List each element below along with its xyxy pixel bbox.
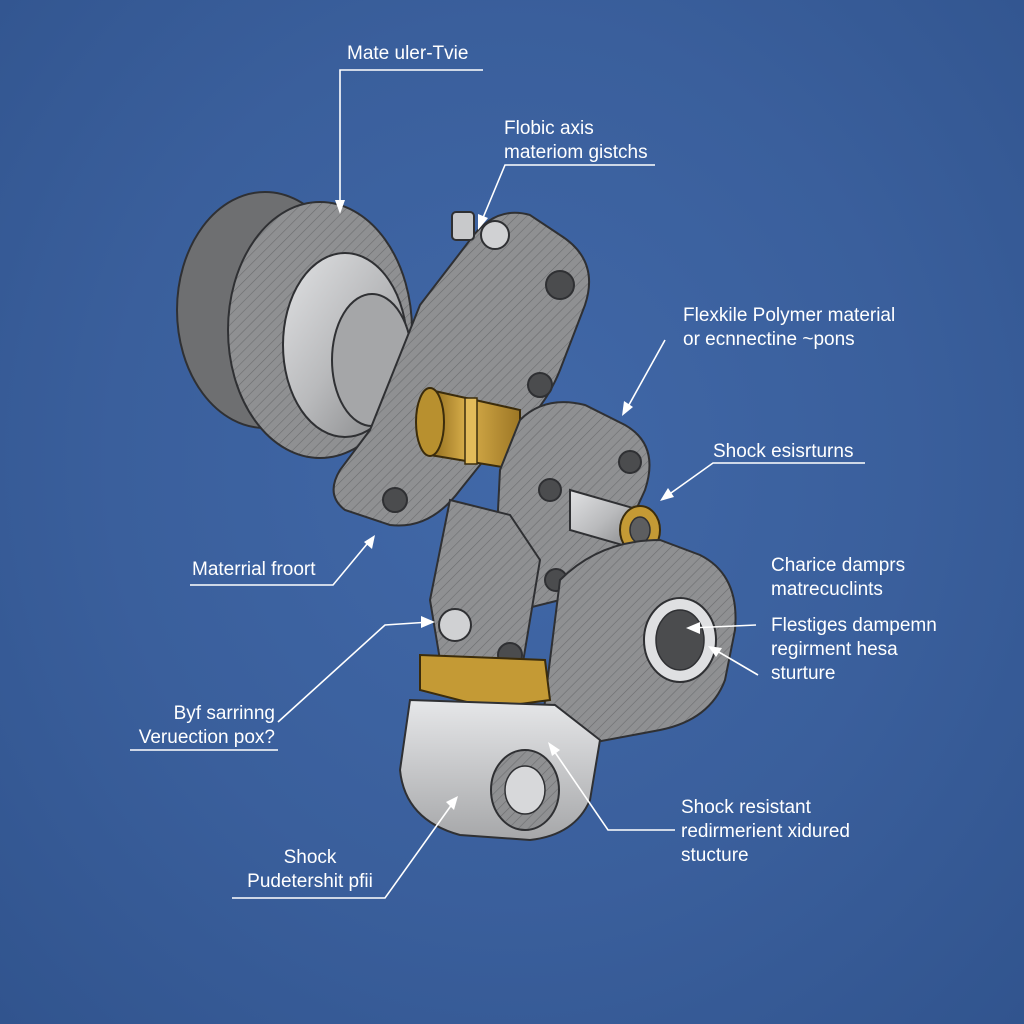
brass-shaft <box>415 387 521 472</box>
label-line: materiom gistchs <box>504 142 648 163</box>
label-line: or ecnnectine ~pons <box>683 329 855 350</box>
label-line: regirment hesa <box>771 639 898 660</box>
label-line: Pudetershit pfii <box>247 871 373 892</box>
label-flobic-axis: Flobic axis materiom gistchs <box>504 117 648 165</box>
label-shock-resistant: Shock resistant redirmerient xidured stu… <box>681 796 850 868</box>
right-housing <box>543 538 737 747</box>
label-line: Charice damprs <box>771 555 906 576</box>
label-material-type: Mate uler-Tvie <box>347 42 468 66</box>
label-line: matrecuclints <box>771 579 883 600</box>
arrowhead <box>686 622 700 634</box>
label-line: Materrial froort <box>192 559 316 580</box>
arrowhead <box>364 535 375 549</box>
arrowhead <box>478 214 488 230</box>
label-charice-dampers: Charice damprs matrecuclints <box>771 554 905 602</box>
label-line: Mate uler-Tvie <box>347 43 469 64</box>
link-arm <box>428 498 542 692</box>
label-line: stucture <box>681 845 749 866</box>
lower-base <box>398 698 602 842</box>
label-shock-eisrturns: Shock esisrturns <box>713 440 853 464</box>
label-line: Byf sarrinng <box>173 703 275 724</box>
label-line: Veruection pox? <box>138 727 275 748</box>
label-line: Shock <box>283 847 337 868</box>
arrowhead <box>446 796 458 810</box>
label-line: Flobic axis <box>504 118 594 139</box>
label-line: Shock resistant <box>681 797 811 818</box>
arrowhead <box>421 616 435 628</box>
label-line: Shock esisrturns <box>713 441 854 462</box>
leader-arrowheads <box>335 200 722 810</box>
label-flexible-polymer: Flexkile Polymer material or ecnnectine … <box>683 304 895 352</box>
label-flestiges: Flestiges dampemn regirment hesa sturtur… <box>771 614 937 686</box>
label-material-froort: Materrial froort <box>192 558 316 582</box>
arrowhead <box>660 488 674 501</box>
arrowhead <box>335 200 345 214</box>
label-shock-pudetershit: Shock Pudetershit pfii <box>225 846 395 894</box>
label-line: sturture <box>771 663 836 684</box>
label-line: redirmerient xidured <box>681 821 850 842</box>
arrowhead <box>622 401 633 416</box>
label-line: Flexkile Polymer material <box>683 305 896 326</box>
label-line: Flestiges dampemn <box>771 615 937 636</box>
label-byf-sarrinng: Byf sarrinng Veruection pox? <box>120 702 275 750</box>
arrowhead <box>548 742 560 756</box>
arrowhead <box>708 646 722 657</box>
leader-lines <box>130 69 865 899</box>
